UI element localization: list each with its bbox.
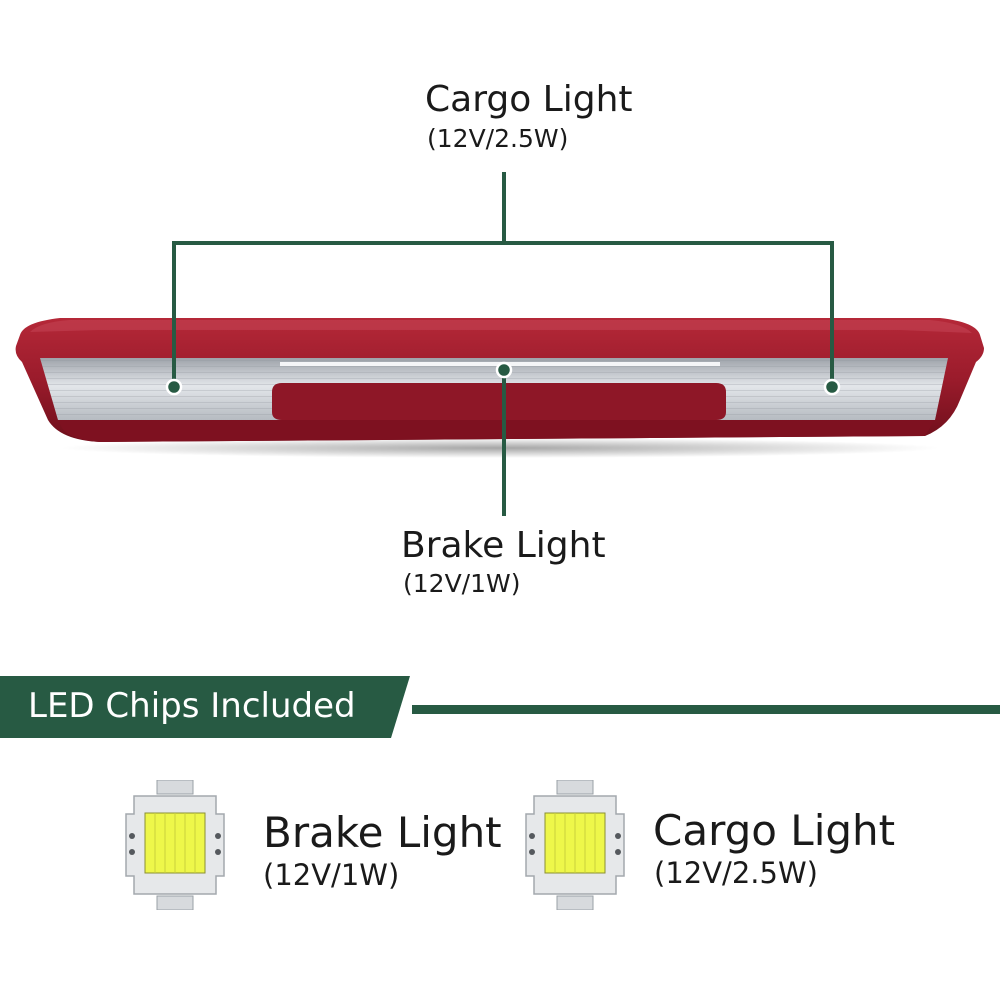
third-brake-light-illustration (15, 172, 985, 516)
banner-divider-line (412, 705, 1000, 714)
brake-light-callout-title: Brake Light (401, 525, 606, 566)
led-chips-banner (0, 676, 425, 738)
led-chip-icon (525, 780, 625, 910)
callout-lines (172, 172, 834, 516)
chip-brake-light-spec: (12V/1W) (263, 858, 400, 892)
chip-cargo-light-title: Cargo Light (653, 806, 896, 855)
chip-brake-light-title: Brake Light (263, 808, 502, 857)
cargo-light-callout-title: Cargo Light (425, 79, 633, 120)
brake-light-callout-spec: (12V/1W) (403, 569, 521, 598)
chip-cargo-light-spec: (12V/2.5W) (654, 856, 818, 890)
housing-center-bar (272, 383, 726, 420)
callout-dots (165, 361, 841, 396)
housing-top-highlight (30, 320, 972, 333)
housing-shadow (60, 438, 940, 458)
cargo-light-callout-spec: (12V/2.5W) (427, 124, 569, 153)
housing-bottom-lip (58, 420, 935, 442)
led-chips-banner-label: LED Chips Included (28, 686, 356, 726)
led-chip-icon (125, 780, 225, 910)
